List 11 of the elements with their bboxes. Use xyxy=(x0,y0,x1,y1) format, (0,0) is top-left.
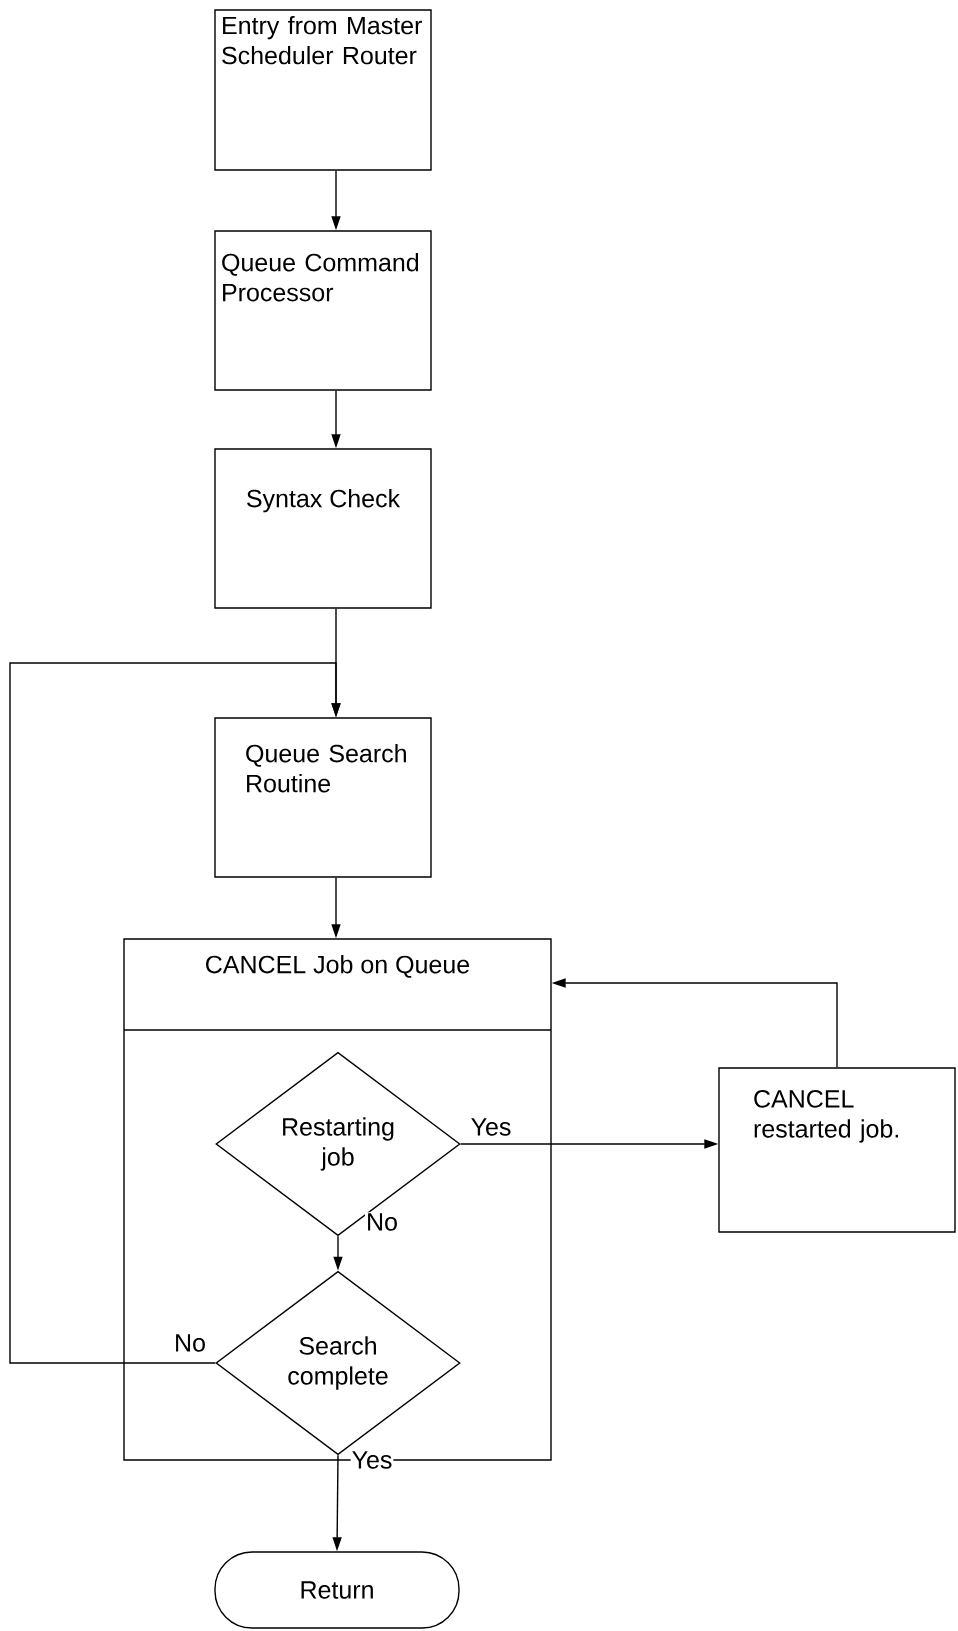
edge-label: No xyxy=(173,1333,207,1353)
process-box: Queue Command Processor xyxy=(214,230,432,391)
terminal-box: Return xyxy=(214,1551,460,1629)
process-box: Queue Search Routine xyxy=(214,717,432,878)
edge-label: Yes xyxy=(350,1450,394,1470)
process-box: CANCEL restarted job. xyxy=(718,1067,956,1233)
process-box: Entry from Master Scheduler Router xyxy=(214,9,432,171)
edge-label: Yes xyxy=(469,1117,513,1137)
process-box: Syntax Check xyxy=(214,448,432,609)
edge-label: No xyxy=(365,1212,399,1232)
arrow xyxy=(9,662,341,1364)
